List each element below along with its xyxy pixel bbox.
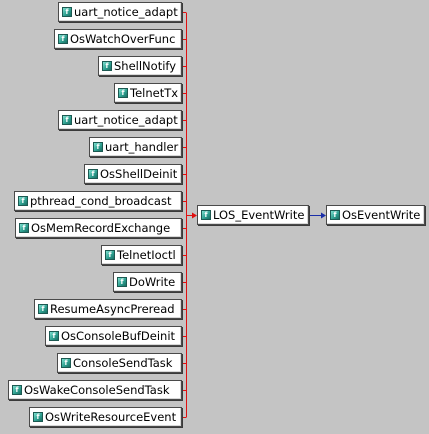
function-icon: f — [18, 196, 28, 206]
caller-label: TelnetTx — [130, 86, 179, 100]
function-icon: f — [118, 88, 128, 98]
caller-label: DoWrite — [129, 275, 176, 289]
function-icon: f — [330, 210, 340, 220]
caller-node-uart-notice-adapt-1[interactable]: f uart_notice_adapt — [58, 2, 182, 22]
caller-label: ShellNotify — [114, 59, 177, 73]
caller-node-osconsolebufdeinit[interactable]: f OsConsoleBufDeinit — [45, 326, 182, 346]
caller-node-uart-handler[interactable]: f uart_handler — [89, 137, 182, 157]
caller-node-dowrite[interactable]: f DoWrite — [113, 272, 182, 292]
caller-label: uart_handler — [105, 140, 179, 154]
caller-label: OsWriteResourceEvent — [45, 410, 177, 424]
callee-node-oseventwrite[interactable]: f OsEventWrite — [326, 205, 425, 225]
caller-node-pthread-cond-broadcast[interactable]: f pthread_cond_broadcast — [14, 191, 182, 211]
caller-node-oswatchoverfunc[interactable]: f OsWatchOverFunc — [54, 29, 182, 49]
caller-label: OsWatchOverFunc — [70, 32, 176, 46]
function-icon: f — [38, 304, 48, 314]
function-icon: f — [33, 412, 43, 422]
caller-node-oswakeconsolesendtask[interactable]: f OsWakeConsoleSendTask — [8, 380, 182, 400]
function-icon: f — [62, 7, 72, 17]
function-icon: f — [19, 223, 29, 233]
caller-node-resumeasyncpreread[interactable]: f ResumeAsyncPreread — [34, 299, 182, 319]
caller-label: OsWakeConsoleSendTask — [24, 383, 170, 397]
caller-node-osmemrecordexchange[interactable]: f OsMemRecordExchange — [15, 218, 182, 238]
caller-node-telnettx[interactable]: f TelnetTx — [114, 83, 182, 103]
function-icon: f — [105, 250, 115, 260]
caller-label: uart_notice_adapt — [74, 113, 178, 127]
function-icon: f — [117, 277, 127, 287]
function-icon: f — [12, 385, 22, 395]
caller-label: OsMemRecordExchange — [31, 221, 171, 235]
center-label: LOS_EventWrite — [213, 208, 305, 222]
caller-label: ResumeAsyncPreread — [50, 302, 175, 316]
callee-arrowhead — [321, 212, 326, 219]
caller-node-shellnotify[interactable]: f ShellNotify — [98, 56, 182, 76]
function-icon: f — [88, 169, 98, 179]
caller-label: ConsoleSendTask — [73, 356, 173, 370]
caller-node-telnetioctl[interactable]: f TelnetIoctl — [101, 245, 182, 265]
center-in-arrowhead — [192, 212, 197, 219]
caller-node-oswriteresourceevent[interactable]: f OsWriteResourceEvent — [29, 407, 182, 427]
function-icon: f — [201, 210, 211, 220]
callee-label: OsEventWrite — [342, 208, 421, 222]
caller-node-osshelldeinit[interactable]: f OsShellDeinit — [84, 164, 182, 184]
center-node-los-eventwrite[interactable]: f LOS_EventWrite — [197, 205, 309, 225]
function-icon: f — [61, 358, 71, 368]
caller-label: OsConsoleBufDeinit — [61, 329, 176, 343]
caller-node-consolesendtask[interactable]: f ConsoleSendTask — [57, 353, 182, 373]
function-icon: f — [62, 115, 72, 125]
function-icon: f — [93, 142, 103, 152]
caller-label: uart_notice_adapt — [74, 5, 178, 19]
function-icon: f — [49, 331, 59, 341]
function-icon: f — [58, 34, 68, 44]
caller-label: pthread_cond_broadcast — [30, 194, 172, 208]
caller-label: TelnetIoctl — [117, 248, 176, 262]
function-icon: f — [102, 61, 112, 71]
caller-node-uart-notice-adapt-2[interactable]: f uart_notice_adapt — [58, 110, 182, 130]
caller-label: OsShellDeinit — [100, 167, 178, 181]
